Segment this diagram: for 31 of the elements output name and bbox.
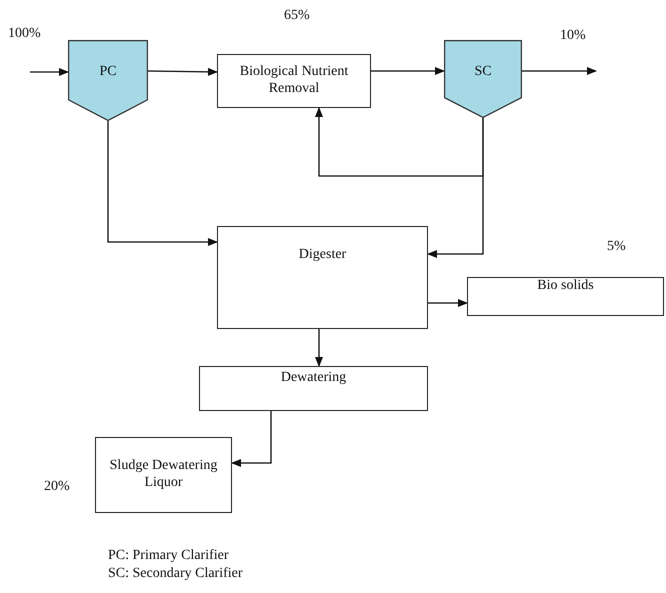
arrow bbox=[427, 118, 484, 258]
node-label: Dewatering bbox=[280, 370, 346, 387]
clarifier-shape bbox=[444, 40, 522, 118]
node-label: Digester bbox=[298, 247, 346, 264]
percentage-label: 5% bbox=[607, 239, 626, 255]
arrow bbox=[371, 67, 445, 75]
node-label: Sludge Dewatering Liquor bbox=[108, 458, 218, 492]
abbreviation-note: PC: Primary Clarifier bbox=[108, 548, 229, 564]
node-label: SC bbox=[474, 64, 492, 80]
percentage-label: 65% bbox=[284, 8, 310, 24]
arrow bbox=[148, 68, 218, 76]
clarifier-shape bbox=[68, 40, 148, 121]
percentage-label: 10% bbox=[560, 28, 586, 44]
arrow bbox=[315, 107, 484, 177]
process-box bbox=[217, 226, 428, 329]
arrow bbox=[231, 411, 272, 467]
node-label: Bio solids bbox=[537, 278, 594, 295]
arrow bbox=[428, 299, 468, 307]
process-box bbox=[199, 366, 428, 411]
abbreviation-note: SC: Secondary Clarifier bbox=[108, 566, 243, 582]
arrow bbox=[315, 329, 323, 367]
percentage-label: 20% bbox=[44, 479, 70, 495]
node-label: Biological Nutrient Removal bbox=[238, 64, 350, 98]
process-box bbox=[467, 277, 664, 316]
arrow bbox=[107, 121, 218, 246]
process-box bbox=[95, 437, 232, 513]
percentage-label: 100% bbox=[8, 26, 41, 42]
node-label: PC bbox=[99, 64, 117, 80]
process-box bbox=[217, 54, 371, 108]
arrow bbox=[522, 67, 597, 75]
arrow bbox=[30, 68, 69, 76]
